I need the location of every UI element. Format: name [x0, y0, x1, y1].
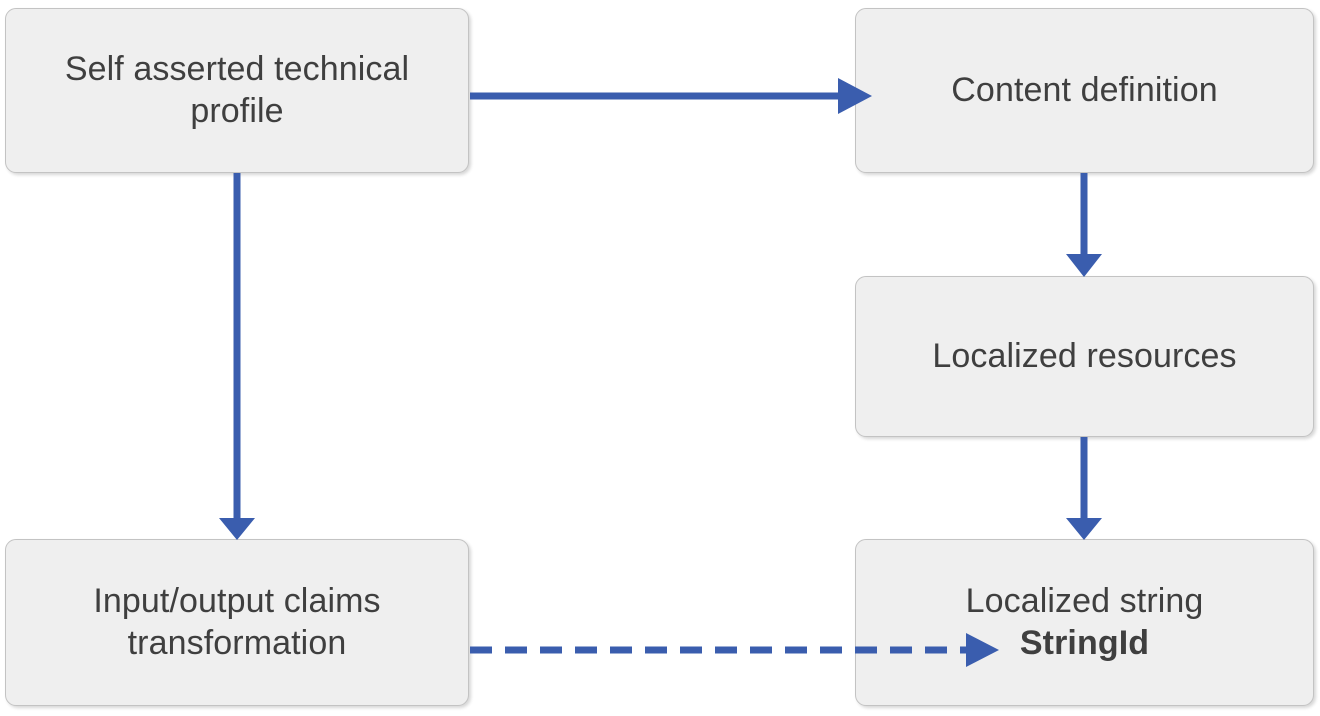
node-label: Localized string StringId	[870, 581, 1299, 664]
node-label-line-2: transformation	[127, 623, 347, 662]
arrowhead-icon	[219, 518, 255, 540]
connector-content-to-resources	[1066, 173, 1102, 277]
node-label-line-1: Content definition	[951, 70, 1218, 109]
node-label: Localized resources	[870, 336, 1299, 377]
node-localized-resources[interactable]: Localized resources	[855, 276, 1314, 437]
node-label-line-1: Localized string	[965, 582, 1204, 621]
node-label: Content definition	[870, 70, 1299, 111]
arrowhead-icon	[1066, 518, 1102, 540]
node-self-asserted-technical-profile[interactable]: Self asserted technical profile	[5, 8, 469, 173]
arrowhead-icon	[1066, 254, 1102, 277]
node-label-line-1: Self asserted technical	[64, 50, 410, 89]
node-localized-string[interactable]: Localized string StringId	[855, 539, 1314, 706]
connector-profile-to-content	[470, 78, 872, 114]
node-label-line-1: Input/output claims	[93, 582, 381, 621]
node-input-output-claims-transformation[interactable]: Input/output claims transformation	[5, 539, 469, 706]
node-content-definition[interactable]: Content definition	[855, 8, 1314, 173]
node-label: Self asserted technical profile	[20, 49, 454, 132]
node-label-line-2-stringid: StringId	[1019, 623, 1150, 662]
connector-profile-to-claims	[219, 173, 255, 540]
node-label-line-2: profile	[190, 91, 284, 130]
connector-resources-to-localized-string	[1066, 437, 1102, 540]
node-label-line-1: Localized resources	[932, 336, 1237, 375]
node-label: Input/output claims transformation	[20, 581, 454, 664]
